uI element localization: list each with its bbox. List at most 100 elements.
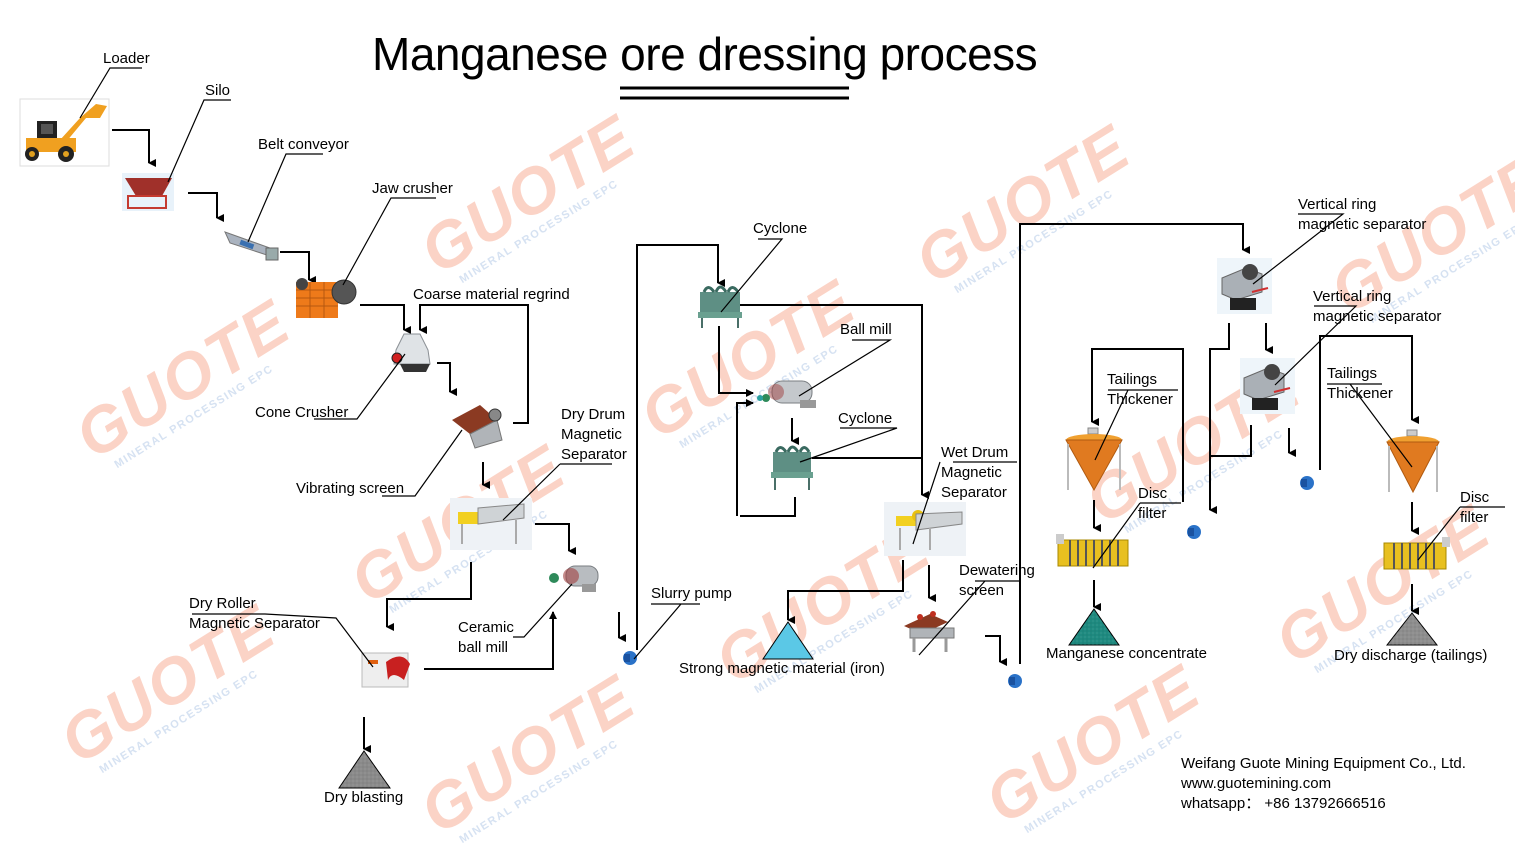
label-tailings-thickener-1: Tailings Thickener (1107, 370, 1173, 410)
label-line: filter (1138, 505, 1167, 522)
label-line: magnetic separator (1298, 216, 1427, 233)
label-vertical-ring-2: Vertical ring magnetic separator (1313, 287, 1441, 327)
label-tailings-thickener-2: Tailings Thickener (1327, 364, 1393, 404)
label-vibrating-screen: Vibrating screen (296, 480, 405, 497)
ball-mill-icon (757, 380, 816, 408)
pile-texture (1387, 613, 1437, 645)
flow-arrow (736, 403, 796, 517)
label-dry-discharge: Dry discharge (tailings) (1334, 647, 1488, 664)
silo-icon (122, 173, 174, 211)
label-ball-mill: Ball mill (840, 321, 892, 338)
label-dry-drum-separator: Dry Drum Magnetic Separator (561, 405, 627, 465)
label-wet-drum-separator: Wet Drum Magnetic Separator (941, 443, 1008, 503)
label-disc-filter-2: Disc filter (1460, 488, 1489, 528)
strong-magnetic-pile-icon (762, 621, 814, 660)
label-line: Dry Roller (189, 595, 256, 612)
label-line: Thickener (1107, 391, 1173, 408)
label-line: Magnetic Separator (189, 615, 320, 632)
slurry-pump-icon (623, 651, 637, 665)
ceramic-ball-mill-icon (549, 565, 599, 592)
label-line: Wet Drum (941, 444, 1009, 461)
label-strong-magnetic: Strong magnetic material (iron) (679, 660, 885, 677)
cyclone-icon (698, 285, 742, 328)
label-dewatering-screen: Dewatering screen (959, 561, 1035, 601)
title-underline (620, 86, 849, 100)
flow-arrow (188, 192, 224, 222)
label-line: ball mill (458, 639, 509, 656)
leader-lines (79, 67, 1505, 668)
flow-line (636, 244, 725, 650)
slurry-pump-icon (1008, 674, 1022, 688)
flow-line (1019, 223, 1250, 664)
flow-arrow (437, 362, 457, 396)
cyclone-icon (771, 445, 813, 490)
company-website: www.guotemining.com (1181, 775, 1332, 792)
flow-arrow (1319, 335, 1419, 470)
label-line: Separator (941, 484, 1007, 501)
vertical-ring-separator-icon (1240, 358, 1295, 414)
label-manganese-concentrate: Manganese concentrate (1046, 645, 1207, 662)
flow-arrow (386, 562, 472, 631)
label-dry-roller-separator: Dry Roller Magnetic Separator (189, 594, 320, 634)
label-line: Disc (1460, 489, 1490, 506)
belt-conveyor-icon (224, 231, 279, 261)
flow-arrow (985, 635, 1007, 666)
label-line: filter (1460, 509, 1489, 526)
flow-arrow (1209, 323, 1230, 514)
flow-arrow (535, 523, 576, 555)
loader-icon (19, 98, 110, 167)
flow-arrow (419, 304, 529, 424)
label-cyclone-2: Cyclone (838, 410, 893, 427)
label-line: Tailings (1107, 371, 1158, 388)
vibrating-screen-icon (452, 405, 503, 449)
company-whatsapp: whatsapp： +86 13792666516 (1181, 795, 1386, 812)
label-vertical-ring-1: Vertical ring magnetic separator (1298, 195, 1426, 235)
flow-lines (112, 129, 1419, 753)
label-belt-conveyor: Belt conveyor (258, 136, 349, 153)
label-line: Magnetic (941, 464, 1002, 481)
label-line: Separator (561, 446, 627, 463)
label-line: Dry Drum (561, 406, 626, 423)
process-flow-diagram (19, 67, 1505, 789)
jaw-crusher-icon (296, 278, 357, 318)
label-coarse-regrind: Coarse material regrind (413, 286, 570, 303)
slurry-pump-icon (1187, 525, 1201, 539)
label-line: Vertical ring (1313, 288, 1392, 305)
label-loader: Loader (103, 50, 150, 67)
label-line: Dewatering (959, 562, 1035, 579)
wet-drum-separator-icon (884, 502, 966, 556)
vertical-ring-separator-icon (1217, 258, 1272, 314)
company-name: Weifang Guote Mining Equipment Co., Ltd. (1181, 755, 1466, 772)
slurry-pump-icon (1300, 476, 1314, 490)
label-line: Thickener (1327, 385, 1393, 402)
label-disc-filter-1: Disc filter (1138, 484, 1167, 524)
tailings-thickener-icon (1386, 429, 1440, 494)
page-title: Manganese ore dressing process (372, 28, 1038, 80)
tailings-thickener-icon (1065, 427, 1123, 492)
flow-line (1210, 425, 1252, 457)
pile-texture (339, 751, 390, 788)
label-ceramic-ball-mill: Ceramic ball mill (458, 618, 514, 658)
flow-arrow (740, 304, 929, 499)
cone-crusher-icon (391, 333, 431, 372)
flow-arrow (718, 326, 754, 397)
flow-arrow (424, 611, 557, 670)
company-info: Weifang Guote Mining Equipment Co., Ltd.… (1181, 754, 1466, 814)
dry-drum-separator-icon (450, 498, 532, 550)
flow-arrow (1091, 348, 1184, 502)
label-line: Vertical ring (1298, 196, 1377, 213)
disc-filter-icon (1383, 537, 1450, 570)
label-cyclone-1: Cyclone (753, 220, 808, 237)
label-line: magnetic separator (1313, 308, 1442, 325)
label-jaw-crusher: Jaw crusher (372, 180, 453, 197)
flow-arrow (787, 560, 904, 624)
flow-arrow (112, 129, 156, 167)
label-line: Tailings (1327, 365, 1378, 382)
dewatering-screen-icon (904, 611, 955, 652)
label-silo: Silo (205, 82, 231, 99)
disc-filter-icon (1056, 534, 1129, 567)
label-slurry-pump: Slurry pump (651, 585, 732, 602)
label-line: Disc (1138, 485, 1168, 502)
label-line: screen (959, 582, 1005, 599)
pile-texture (1069, 609, 1119, 645)
